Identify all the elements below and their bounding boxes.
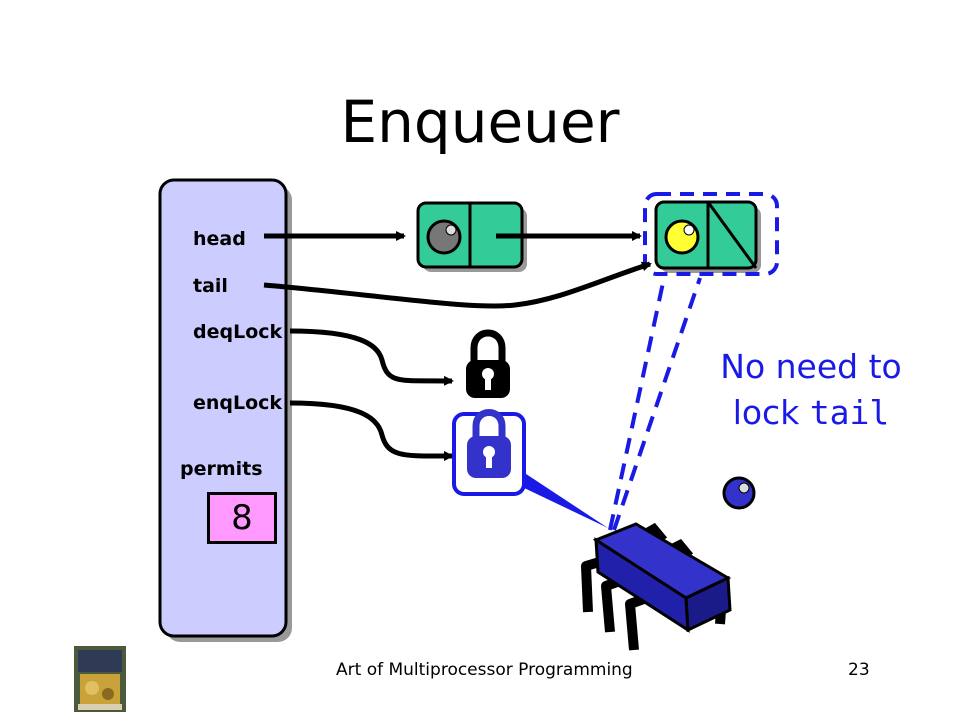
field-tail-label: tail (193, 275, 228, 297)
page-number: 23 (848, 660, 870, 680)
deqlock-pointer-arrow (289, 328, 454, 386)
lock-icon (467, 409, 511, 478)
node-2-item-shine (683, 224, 695, 236)
note-line-2: lock tail (706, 390, 916, 436)
node-1-item-shine (445, 224, 457, 236)
book-cover-icon (74, 646, 126, 712)
note-line-2-prefix: lock (732, 393, 810, 432)
thread-sightline-right (612, 277, 702, 531)
callout-pointer (520, 470, 608, 528)
note-line-1: No need to (720, 347, 902, 386)
tail-node-highlight (643, 192, 779, 276)
lock-icon (466, 329, 510, 398)
field-permits-label: permits (180, 458, 263, 480)
new-item-ball (722, 476, 756, 510)
field-head-label: head (193, 228, 246, 250)
slide-title: Enqueuer (340, 88, 620, 156)
node-1-item (426, 219, 462, 255)
field-enqlock-label: enqLock (193, 392, 283, 414)
node-2-item (664, 219, 700, 255)
thread-chip-icon (581, 522, 732, 651)
tail-pointer-arrow (263, 261, 652, 309)
new-item-ball-shine (738, 482, 750, 494)
field-deqlock-label: deqLock (193, 321, 283, 343)
no-need-to-lock-note: No need to lock tail (706, 344, 916, 436)
permits-value: 8 (207, 492, 277, 544)
node-2-null-pointer (706, 201, 758, 269)
enqlock-pointer-arrow (289, 400, 454, 462)
footer-text: Art of Multiprocessor Programming (336, 660, 633, 680)
note-code-tail: tail (809, 393, 890, 432)
thread-sightline-left (608, 277, 666, 531)
